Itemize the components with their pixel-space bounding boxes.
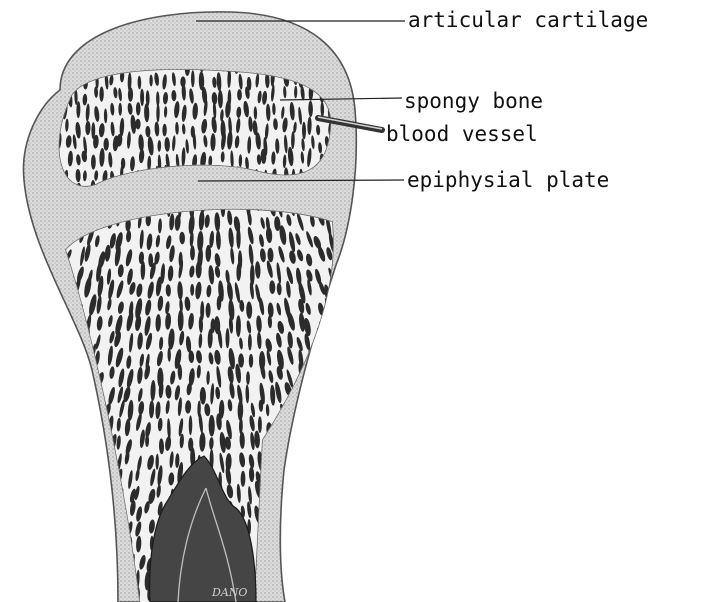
label-blood-vessel: blood vessel [386,124,538,145]
label-articular-cartilage: articular cartilage [408,10,648,31]
label-spongy-bone: spongy bone [404,91,543,112]
label-epiphysial-plate: epiphysial plate [407,170,609,191]
artist-signature: DANO [211,586,247,599]
